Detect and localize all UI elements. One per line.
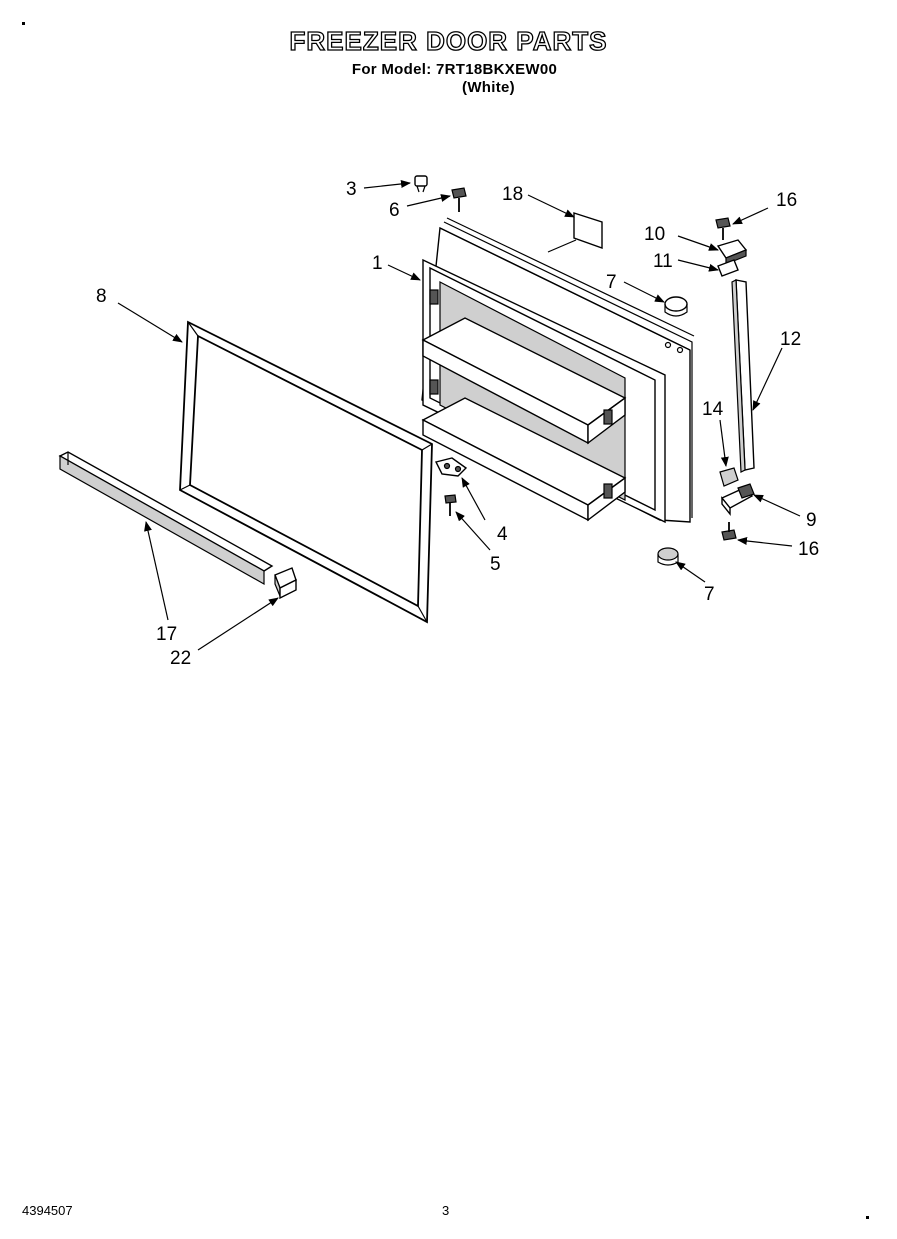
callout-labels: 3 6 18 16 10 11 1 7 8 12 14 4 9 5 16 7 1… bbox=[96, 179, 819, 669]
stop-bracket bbox=[434, 457, 468, 477]
callout-7-bottom: 7 bbox=[704, 584, 715, 605]
trim-end-cap bbox=[274, 567, 297, 600]
document-number: 4394507 bbox=[22, 1203, 73, 1218]
callout-10: 10 bbox=[644, 224, 665, 245]
hinge-screw-upper bbox=[715, 217, 731, 240]
page-title: FREEZER DOOR PARTS bbox=[289, 25, 608, 56]
door-liner bbox=[421, 217, 695, 524]
hinge-cap-bottom bbox=[657, 547, 679, 566]
callout-4: 4 bbox=[497, 524, 508, 545]
hinge-screw-lower bbox=[721, 522, 737, 541]
lower-hinge-shim bbox=[719, 467, 739, 487]
callout-16-bottom: 16 bbox=[798, 539, 819, 560]
model-line: For Model: 7RT18BKXEW00 bbox=[351, 61, 558, 78]
callout-8: 8 bbox=[96, 286, 107, 307]
page-number: 3 bbox=[442, 1203, 450, 1218]
corner-mark-bottom-right bbox=[866, 1216, 869, 1219]
callout-22: 22 bbox=[170, 648, 191, 669]
callout-7-top: 7 bbox=[606, 272, 617, 293]
hinge-cover-strip bbox=[731, 279, 755, 473]
leader-lines bbox=[117, 179, 801, 651]
callout-17: 17 bbox=[156, 624, 177, 645]
callout-1: 1 bbox=[372, 253, 383, 274]
corner-mark-top-left bbox=[22, 22, 25, 25]
callout-5: 5 bbox=[490, 554, 501, 575]
hinge-screw-top bbox=[451, 187, 467, 212]
color-line: (White) bbox=[462, 79, 515, 96]
label-plate bbox=[573, 212, 603, 249]
callout-14: 14 bbox=[702, 399, 724, 420]
callout-16-top: 16 bbox=[776, 190, 797, 211]
plug-button bbox=[414, 175, 428, 193]
door-trim-strip bbox=[58, 451, 274, 586]
door-gasket bbox=[179, 320, 433, 624]
lower-hinge bbox=[720, 483, 755, 516]
callout-18: 18 bbox=[502, 184, 523, 205]
callout-12: 12 bbox=[780, 329, 801, 350]
callout-11: 11 bbox=[653, 251, 673, 272]
callout-3: 3 bbox=[346, 179, 357, 200]
bracket-screw bbox=[444, 494, 457, 516]
upper-hinge-shim bbox=[717, 259, 739, 277]
callout-6: 6 bbox=[389, 200, 400, 221]
hinge-cap-top bbox=[664, 296, 688, 317]
callout-9: 9 bbox=[806, 510, 817, 531]
